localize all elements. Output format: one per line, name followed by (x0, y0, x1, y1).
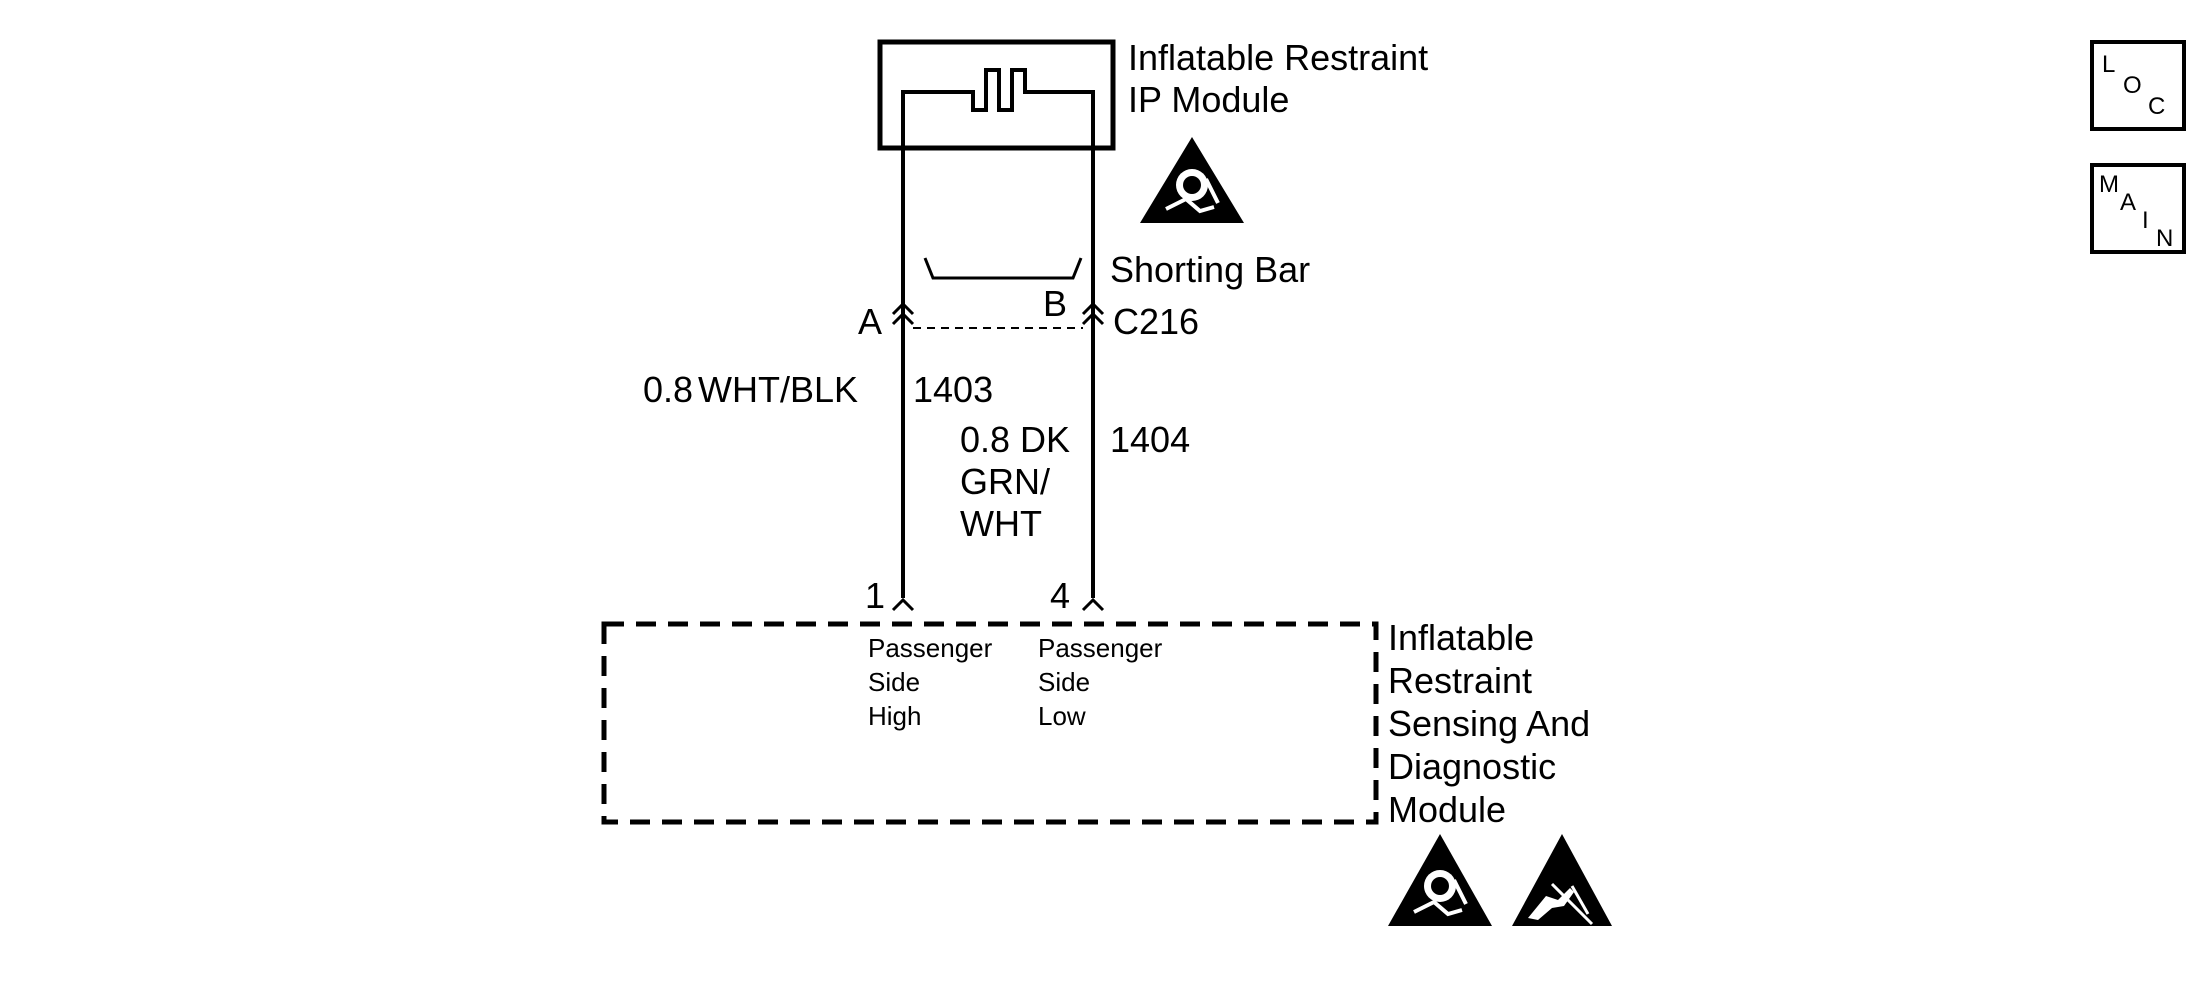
sdm-pin-1-label: 1 (865, 575, 885, 616)
main-button-letter-i: I (2142, 207, 2149, 234)
sdm-title-line4: Diagnostic (1388, 746, 1556, 787)
loc-button[interactable]: L O C (2090, 40, 2186, 131)
terminal-low-line3: Low (1038, 701, 1086, 731)
airbag-warning-icon (1388, 834, 1492, 926)
main-button-box (2090, 163, 2186, 254)
shorting-bar: Shorting Bar (923, 249, 1310, 290)
ip-module-squib-symbol (901, 68, 1095, 172)
loc-button-box (2090, 40, 2186, 131)
sdm-title-line1: Inflatable (1388, 617, 1534, 658)
ip-module-box (877, 39, 1116, 151)
shorting-bar-symbol (923, 257, 1083, 280)
wire-1403-label: 0.8 WHT/BLK 1403 (643, 369, 993, 410)
wire-1403-circuit: 1403 (913, 369, 993, 410)
connector-pin-b-symbol (1081, 301, 1105, 326)
wire-1403-color: WHT/BLK (698, 369, 858, 410)
sdm-pin-4-symbol (1081, 597, 1105, 612)
esd-warning-icon (1512, 834, 1612, 926)
sdm-pin-1-symbol (891, 597, 915, 612)
ip-module-title-line1: Inflatable Restraint (1128, 37, 1428, 78)
terminal-high-line2: Side (868, 667, 920, 697)
main-button-letter-a: A (2120, 189, 2136, 216)
wire-1404-color-line2: GRN/ (960, 461, 1050, 502)
shorting-bar-label: Shorting Bar (1110, 249, 1310, 290)
wire-1404-label: 0.8 DK GRN/ WHT 1404 (960, 419, 1190, 544)
wire-1404-circuit: 1404 (1110, 419, 1190, 460)
main-button-letter-m: M (2099, 171, 2119, 198)
connector-pin-b-label: B (1043, 283, 1067, 324)
ip-module-title-line2: IP Module (1128, 79, 1289, 120)
main-button-letter-n: N (2156, 225, 2173, 252)
loc-button-letter-c: C (2148, 93, 2165, 120)
terminal-high-line3: High (868, 701, 921, 731)
connector-pin-a-symbol (891, 301, 915, 326)
connector-c216: A B C216 (858, 283, 1199, 342)
airbag-warning-icon (1140, 137, 1244, 223)
main-button[interactable]: M A I N (2090, 163, 2186, 254)
connector-pin-a-label: A (858, 301, 882, 342)
sdm-title-line3: Sensing And (1388, 703, 1590, 744)
wire-1404-size: 0.8 DK (960, 419, 1070, 460)
terminal-high-line1: Passenger (868, 633, 993, 663)
sdm-module-box (601, 621, 1379, 825)
sdm-title-line2: Restraint (1388, 660, 1532, 701)
ip-module: Inflatable Restraint IP Module (877, 37, 1428, 223)
loc-button-letter-l: L (2102, 51, 2115, 78)
loc-button-letter-o: O (2123, 72, 2142, 99)
sdm-title-line5: Module (1388, 789, 1506, 830)
wire-1404-color-line3: WHT (960, 503, 1042, 544)
sdm-module: Passenger Side High Passenger Side Low I… (601, 617, 1590, 830)
terminal-low-line2: Side (1038, 667, 1090, 697)
connector-name: C216 (1113, 301, 1199, 342)
wire-1403-size: 0.8 (643, 369, 693, 410)
sdm-pin-4-label: 4 (1050, 575, 1070, 616)
terminal-low-line1: Passenger (1038, 633, 1163, 663)
